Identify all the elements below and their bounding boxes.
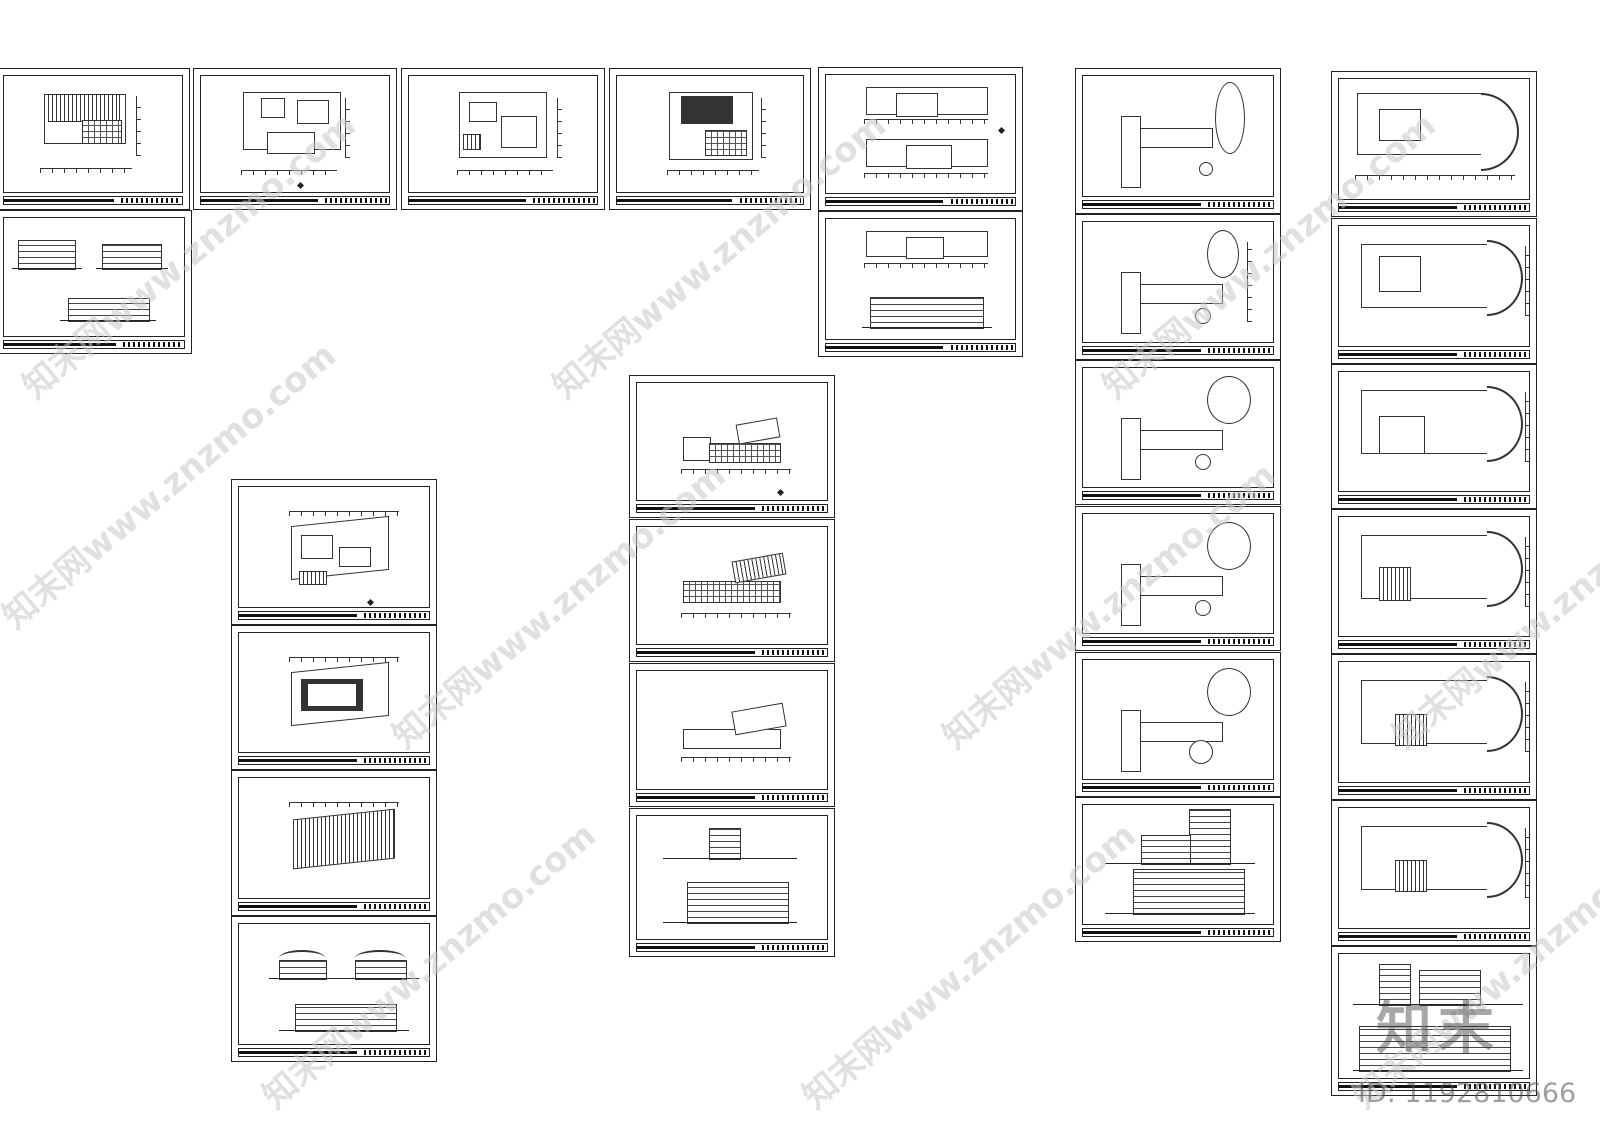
title-block [636, 793, 828, 802]
sheet-frame [200, 75, 390, 193]
title-block [238, 611, 430, 620]
title-block [616, 196, 804, 205]
sheet-frame [238, 777, 430, 899]
drawing-sheet-a5[interactable] [0, 210, 192, 354]
sheet-frame [636, 670, 828, 790]
sheet-frame [1338, 225, 1530, 347]
title-block [3, 196, 183, 205]
drawing-sheet-a2[interactable] [193, 68, 397, 210]
drawing-sheet-a3[interactable] [401, 68, 605, 210]
drawing-sheet-d3[interactable] [231, 770, 437, 916]
drawing-sheet-f1[interactable] [1331, 71, 1537, 217]
title-block [1082, 783, 1274, 792]
sheet-frame [1338, 371, 1530, 492]
title-block [825, 197, 1016, 206]
drawing-sheet-e6[interactable] [1075, 797, 1281, 942]
drawing-sheet-a4[interactable] [609, 68, 811, 210]
title-block [636, 504, 828, 513]
drawing-sheet-f6[interactable] [1331, 800, 1537, 946]
title-block [1338, 350, 1530, 359]
title-block [1082, 637, 1274, 646]
sheet-frame [636, 526, 828, 645]
title-block [1338, 640, 1530, 649]
sheet-frame [1338, 807, 1530, 929]
sheet-frame [1082, 804, 1274, 925]
drawing-sheet-f2[interactable] [1331, 218, 1537, 364]
asset-id-label: ID: 1192810666 [1358, 1078, 1577, 1109]
sheet-frame [408, 75, 598, 193]
title-block [238, 902, 430, 911]
sheet-frame [1082, 221, 1274, 343]
drawing-sheet-e4[interactable] [1075, 506, 1281, 651]
sheet-frame [1338, 78, 1530, 200]
sheet-frame [238, 632, 430, 753]
drawing-sheet-e5[interactable] [1075, 652, 1281, 797]
drawing-sheet-d1[interactable] [231, 479, 437, 625]
title-block [3, 340, 185, 349]
drawing-sheet-f7[interactable] [1331, 946, 1537, 1096]
sheet-frame [825, 74, 1016, 194]
title-block [238, 1048, 430, 1057]
sheet-frame [238, 923, 430, 1045]
drawing-sheet-d4[interactable] [231, 916, 437, 1062]
drawing-sheet-b1[interactable] [818, 67, 1023, 211]
sheet-frame [636, 382, 828, 501]
sheet-frame [1082, 659, 1274, 780]
drawing-sheet-e1[interactable] [1075, 68, 1281, 214]
sheet-frame [1082, 513, 1274, 634]
title-block [1082, 928, 1274, 937]
drawing-sheet-b2[interactable] [818, 211, 1023, 357]
drawing-sheet-f5[interactable] [1331, 654, 1537, 800]
drawing-sheet-a1[interactable] [0, 68, 190, 210]
sheet-frame [616, 75, 804, 193]
drawing-sheet-c2[interactable] [629, 519, 835, 662]
sheet-frame [1082, 367, 1274, 488]
sheet-frame [1338, 953, 1530, 1079]
title-block [1338, 1082, 1530, 1091]
sheet-frame [825, 218, 1016, 340]
title-block [408, 196, 598, 205]
sheet-frame [1338, 661, 1530, 783]
drawing-sheet-d2[interactable] [231, 625, 437, 770]
title-block [1082, 200, 1274, 209]
title-block [1338, 203, 1530, 212]
watermark-logo: 知末 [1376, 997, 1500, 1062]
title-block [1338, 932, 1530, 941]
sheet-frame [636, 815, 828, 940]
title-block [1082, 491, 1274, 500]
title-block [636, 648, 828, 657]
sheet-frame [3, 217, 185, 337]
title-block [825, 343, 1016, 352]
drawing-sheet-e3[interactable] [1075, 360, 1281, 505]
drawing-sheet-e2[interactable] [1075, 214, 1281, 360]
title-block [1338, 786, 1530, 795]
sheet-frame [238, 486, 430, 608]
title-block [1338, 495, 1530, 504]
drawing-sheet-f4[interactable] [1331, 509, 1537, 654]
title-block [200, 196, 390, 205]
sheet-frame [3, 75, 183, 193]
drawing-sheet-f3[interactable] [1331, 364, 1537, 509]
sheet-frame [1338, 516, 1530, 637]
title-block [238, 756, 430, 765]
title-block [636, 943, 828, 952]
drawing-sheet-c3[interactable] [629, 663, 835, 807]
sheet-frame [1082, 75, 1274, 197]
title-block [1082, 346, 1274, 355]
drawing-sheet-c4[interactable] [629, 808, 835, 957]
drawing-sheet-c1[interactable] [629, 375, 835, 518]
